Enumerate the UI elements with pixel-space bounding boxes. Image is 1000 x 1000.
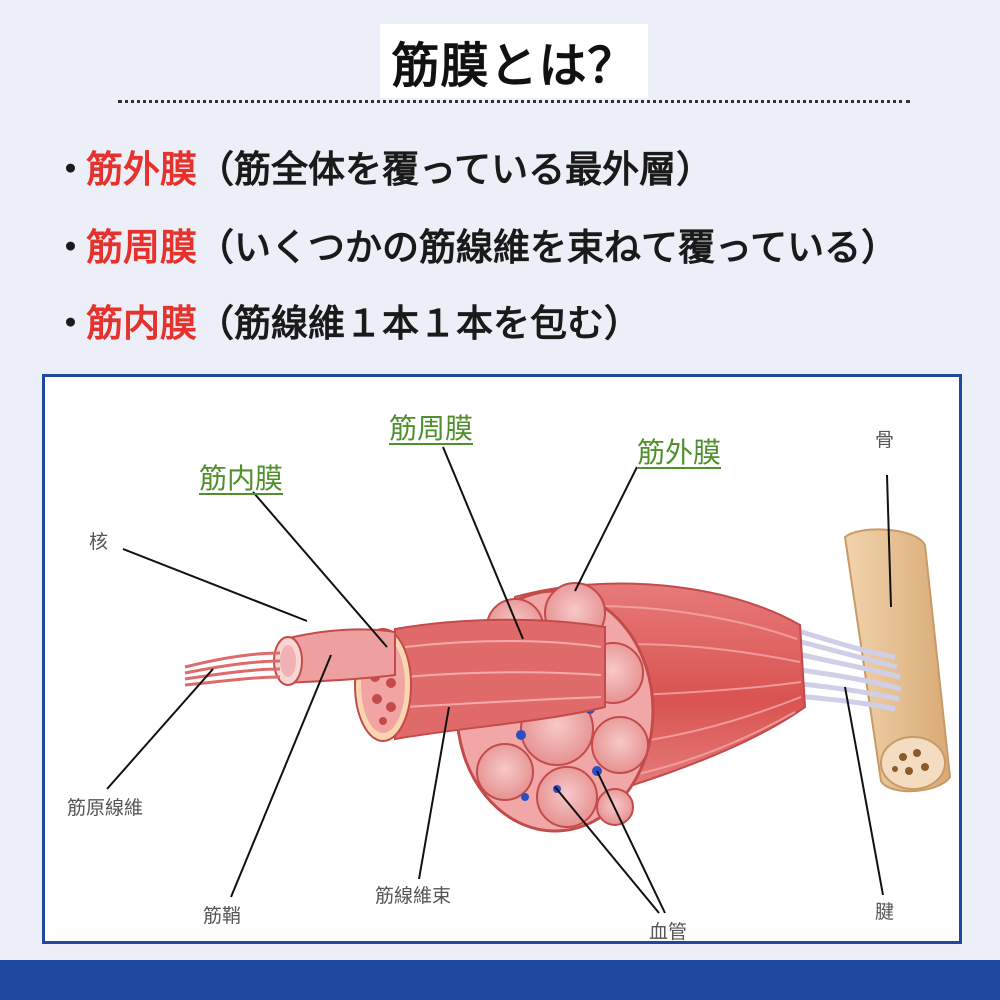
bullet-perimysium: ・ 筋周膜 （いくつかの筋線維を束ねて覆っている） [52, 214, 898, 274]
bullet-marker: ・ [52, 302, 89, 345]
bullet-term: 筋外膜 [86, 148, 197, 191]
muscle-fiber-shape [184, 628, 396, 687]
title-box: 筋膜とは？ [380, 24, 648, 98]
page-title: 筋膜とは？ [391, 38, 637, 94]
bullet-marker: ・ [52, 226, 89, 269]
title-divider [118, 100, 910, 103]
label-tendon: 腱 [875, 901, 895, 923]
label-endomysium: 筋内膜 [199, 462, 284, 495]
footer-bar [0, 960, 1000, 1000]
label-myofibril: 筋原線維 [67, 797, 144, 819]
bone-shape [843, 528, 952, 793]
bullet-description: （筋全体を覆っている最外層） [197, 148, 714, 191]
bullet-endomysium: ・ 筋内膜 （筋線維１本１本を包む） [52, 290, 641, 350]
bullet-term: 筋内膜 [86, 302, 197, 345]
label-bone: 骨 [875, 429, 895, 451]
label-fascicle: 筋線維束 [375, 885, 452, 907]
label-blood-vessel: 血管 [649, 921, 688, 943]
bullet-description: （いくつかの筋線維を束ねて覆っている） [197, 226, 899, 269]
bullet-description: （筋線維１本１本を包む） [197, 302, 641, 345]
label-sarcolemma: 筋鞘 [203, 905, 242, 927]
muscle-diagram-panel: 筋周膜 筋外膜 筋内膜 骨 核 筋原線維 筋鞘 筋線維束 血管 腱 [42, 374, 962, 944]
pointer-lines [106, 446, 892, 914]
bullet-marker: ・ [52, 148, 89, 191]
bullet-term: 筋周膜 [86, 226, 197, 269]
muscle-illustration [106, 446, 952, 914]
bullet-epimysium: ・ 筋外膜 （筋全体を覆っている最外層） [52, 136, 713, 196]
label-nucleus: 核 [89, 531, 109, 553]
label-perimysium: 筋周膜 [389, 412, 474, 445]
label-epimysium: 筋外膜 [637, 436, 722, 469]
